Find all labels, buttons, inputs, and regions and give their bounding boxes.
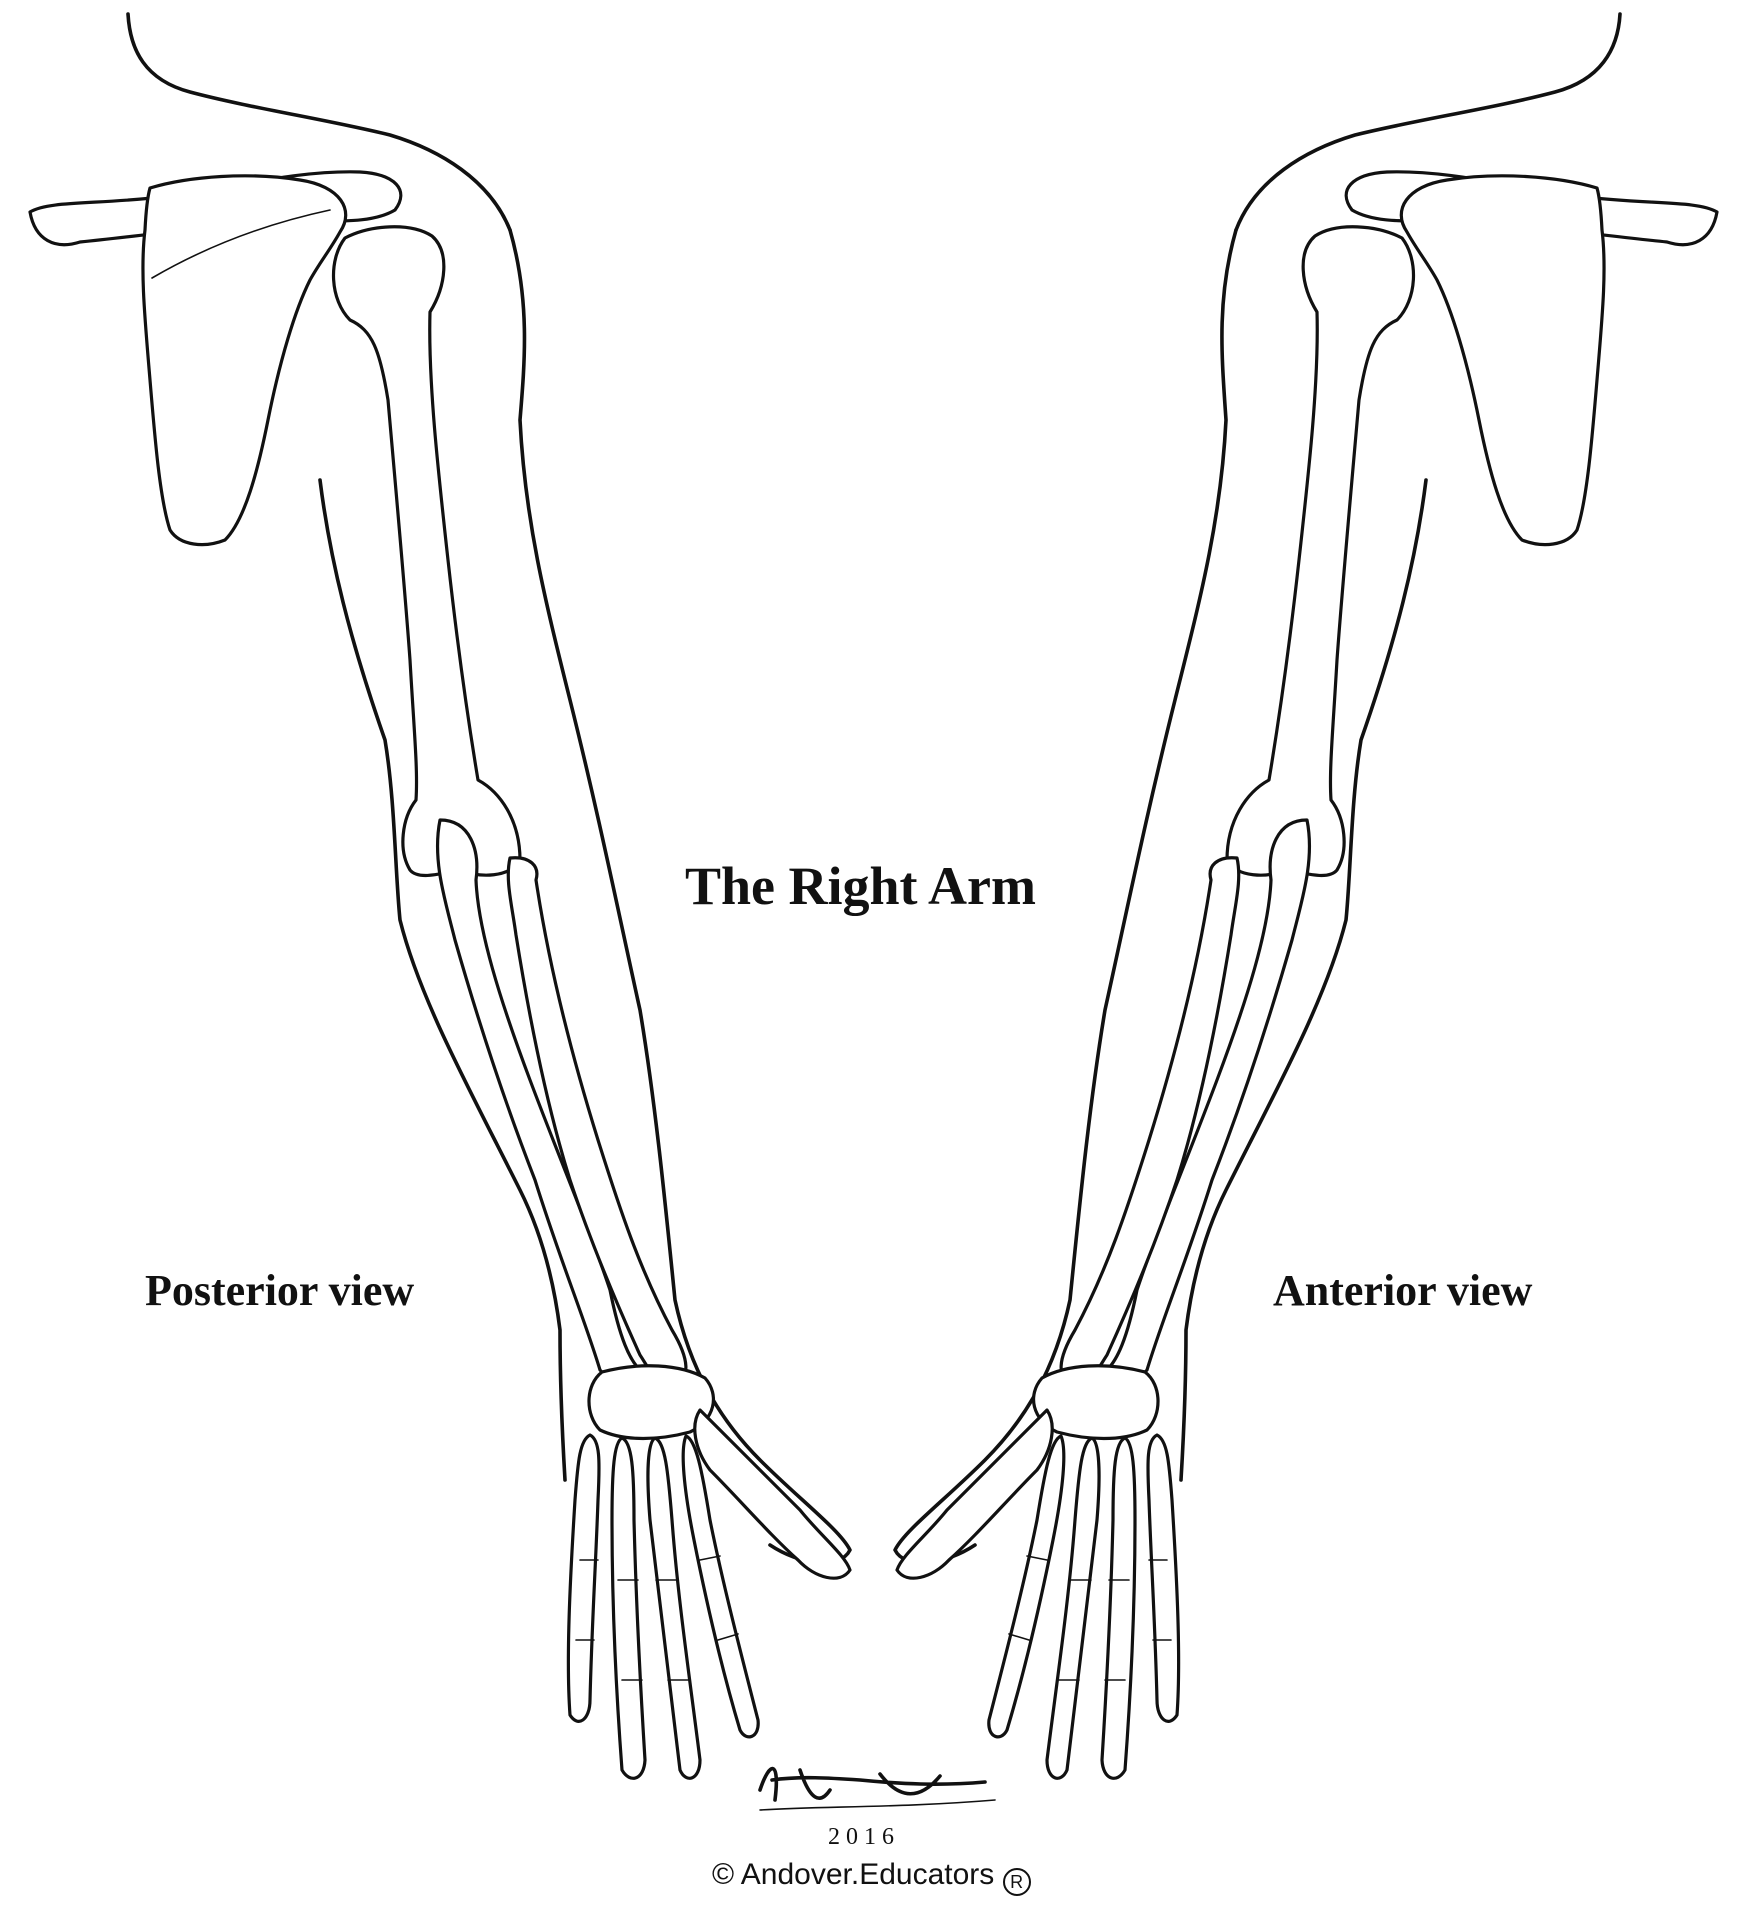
anterior-carpals [1032, 1364, 1160, 1441]
posterior-finger-4 [681, 1434, 760, 1739]
posterior-scapula [141, 174, 348, 547]
posterior-finger-2 [610, 1436, 647, 1780]
posterior-torso-contour [126, 12, 512, 232]
anterior-finger-2 [1100, 1436, 1137, 1780]
copyright-credit: © Andover.Educators R [712, 1858, 1031, 1896]
posterior-scapula-spine [151, 209, 331, 279]
posterior-arm-outline-outer [508, 228, 852, 1565]
anterior-finger-3 [1045, 1436, 1101, 1780]
copyright-symbol: © [712, 1858, 735, 1891]
anterior-finger-joints [1008, 1555, 1172, 1681]
diagram-title: The Right Arm [685, 856, 1036, 916]
posterior-arm-outline-inner [318, 478, 567, 1482]
anterior-arm-outline-outer [893, 228, 1238, 1565]
posterior-thumb [693, 1408, 852, 1580]
artist-signature [758, 1766, 996, 1811]
anterior-finger-4 [987, 1434, 1066, 1739]
anterior-arm-outline-inner [1179, 478, 1428, 1482]
anterior-thumb [895, 1408, 1054, 1580]
posterior-carpals [587, 1364, 715, 1441]
anterior-humerus [1225, 225, 1415, 878]
anterior-finger-1 [1146, 1433, 1181, 1723]
anterior-torso-contour [1234, 12, 1622, 232]
posterior-finger-3 [646, 1436, 702, 1780]
posterior-view-label: Posterior view [145, 1266, 415, 1315]
posterior-humerus [332, 225, 522, 878]
anterior-view-label: Anterior view [1273, 1266, 1533, 1315]
credit-text: Andover.Educators [740, 1858, 995, 1891]
signature-year: 2016 [828, 1824, 900, 1850]
posterior-finger-1 [566, 1433, 601, 1723]
anterior-arm [893, 12, 1719, 1780]
registered-mark-icon: R [1002, 1868, 1031, 1896]
anterior-scapula [1399, 174, 1606, 547]
posterior-finger-joints [575, 1555, 739, 1681]
posterior-arm [28, 12, 852, 1780]
